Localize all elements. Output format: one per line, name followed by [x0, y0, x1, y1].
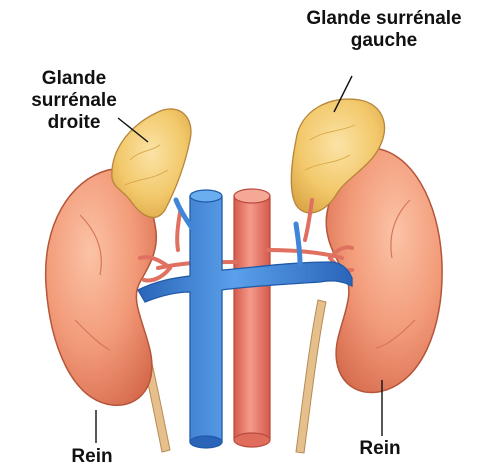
right-adrenal-label: Glande surrénale gauche	[284, 8, 484, 52]
left-kidney-label: Rein	[52, 446, 132, 468]
right-ureter	[296, 300, 326, 453]
left-adrenal-label-line-2: surrénale	[14, 90, 134, 112]
right-kidney-label: Rein	[340, 438, 420, 460]
aorta	[234, 189, 270, 447]
right-adrenal-label-line-2: gauche	[284, 30, 484, 52]
left-adrenal-label-line-3: droite	[14, 112, 134, 134]
left-adrenal-label: Glande surrénale droite	[14, 68, 134, 134]
right-adrenal-label-line-1: Glande surrénale	[284, 8, 484, 30]
left-adrenal-label-line-1: Glande	[14, 68, 134, 90]
